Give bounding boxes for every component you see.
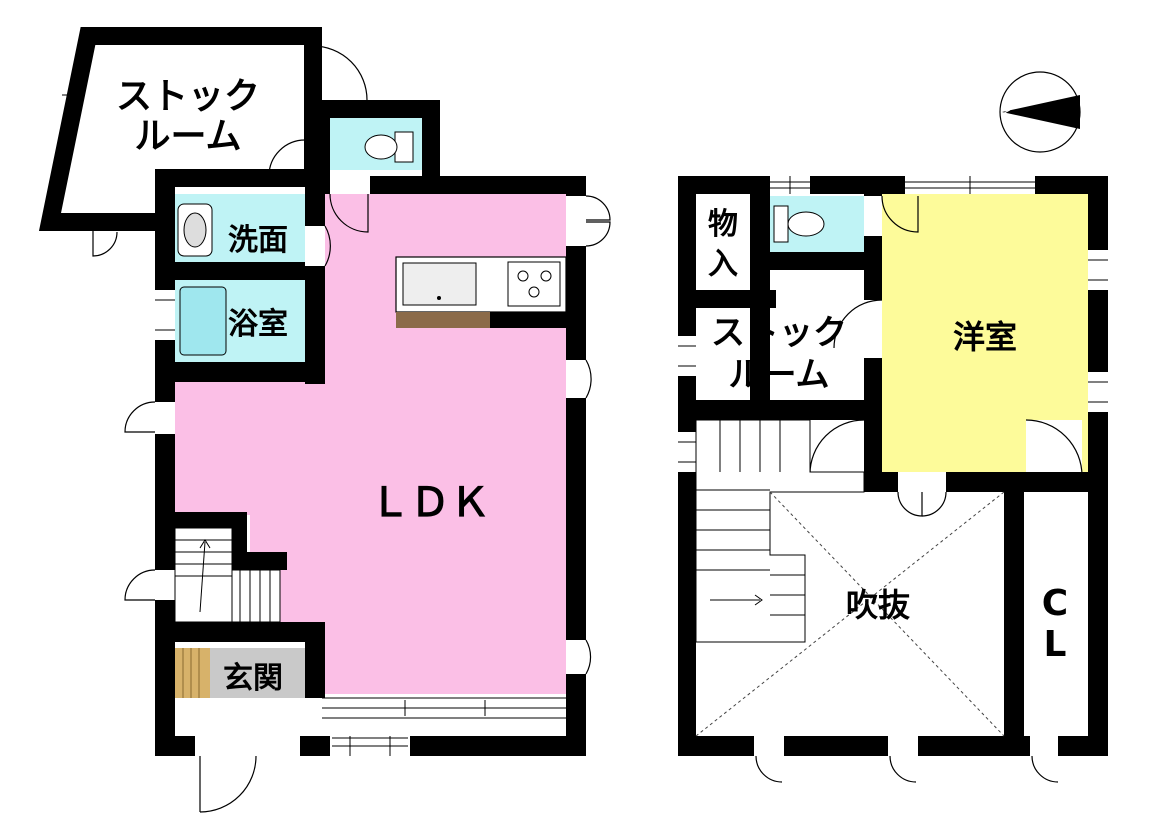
stove [507, 261, 561, 307]
floor-1-walls [155, 100, 586, 756]
floor-1-windows [62, 94, 566, 756]
atrium-cross [695, 491, 1005, 737]
washbasin-icon [177, 203, 213, 257]
stock-room-2f-label-line1: ストック [711, 313, 847, 353]
counter [396, 312, 490, 328]
entrance-floor [210, 648, 308, 698]
stock-room-1f-label-line2: ルーム [135, 116, 242, 157]
kitchen [395, 256, 567, 328]
stock-room-2f-label-line2: ルーム [729, 355, 830, 395]
storage-label-line2: 入 [708, 247, 738, 282]
shoe-box-lines [182, 648, 200, 698]
washroom-label: 洗面 [228, 223, 288, 258]
shoe-box [175, 648, 210, 698]
bathtub-icon [179, 286, 227, 356]
stock-room-1f-label-line1: ストック [116, 76, 260, 117]
floor-2: 物 入 ストック ルーム 洋室 吹抜 C L [678, 176, 1108, 783]
compass-north-label: N [1000, 108, 1013, 116]
compass-icon: N [999, 71, 1081, 153]
entrance-label: 玄関 [223, 661, 283, 696]
floor-1-doors [92, 45, 611, 813]
floor-1: ストック ルーム 洗面 浴室 ＬＤＫ 玄関 [38, 27, 611, 813]
ldk-label: ＬＤＫ [370, 480, 490, 526]
western-room-label: 洋室 [953, 318, 1017, 356]
stairs-1f [174, 527, 281, 623]
bathroom-label: 浴室 [228, 307, 288, 342]
toilet-1f-icon [364, 131, 414, 163]
storage-label-line1: 物 [708, 207, 738, 242]
stock-room-1f-floor [60, 44, 305, 214]
closet-label-line1: C [1042, 583, 1068, 624]
closet-label-line2: L [1044, 624, 1067, 665]
floor-2-windows [678, 176, 1108, 463]
toilet-2f-icon [773, 205, 825, 243]
floor-2-doors [755, 195, 1083, 783]
atrium-label: 吹抜 [846, 586, 910, 624]
